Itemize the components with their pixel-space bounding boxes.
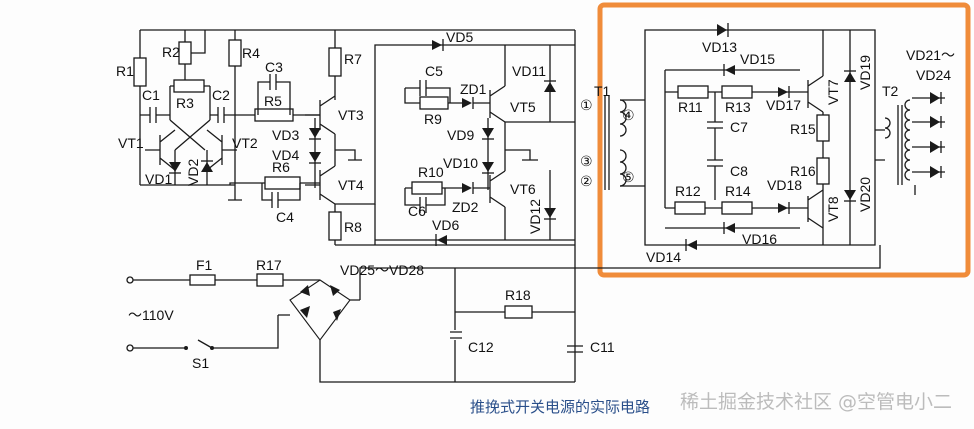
label-VT3: VT3 bbox=[338, 107, 364, 123]
label-C1: C1 bbox=[142, 87, 160, 103]
label-R5: R5 bbox=[264, 93, 282, 109]
transformer-t1 bbox=[574, 30, 645, 382]
label-VT1: VT1 bbox=[118, 135, 144, 151]
labels: R1 R2 R3 R4 R5 R6 R7 R8 R9 R10 R11 R12 R… bbox=[116, 29, 955, 371]
label-VT5: VT5 bbox=[510, 99, 536, 115]
label-VD2: VD2 bbox=[185, 159, 201, 186]
label-C11: C11 bbox=[590, 339, 615, 355]
label-ZD2: ZD2 bbox=[452, 199, 479, 215]
label-C6: C6 bbox=[408, 203, 426, 219]
label-VD21: VD21～ bbox=[906, 47, 955, 63]
label-T2: T2 bbox=[882, 83, 899, 99]
label-VD4: VD4 bbox=[272, 147, 299, 163]
label-C3: C3 bbox=[265, 59, 283, 75]
output-stage bbox=[644, 23, 945, 251]
driver-section bbox=[305, 30, 575, 246]
label-R2: R2 bbox=[162, 44, 180, 60]
label-R11: R11 bbox=[678, 99, 703, 115]
label-VD12: VD12 bbox=[527, 199, 543, 234]
label-C2: C2 bbox=[212, 87, 230, 103]
label-VD25: VD25～VD28 bbox=[340, 262, 424, 278]
label-VD1: VD1 bbox=[145, 171, 172, 187]
label-VD15: VD15 bbox=[740, 51, 775, 67]
label-R12: R12 bbox=[675, 183, 701, 199]
label-R4: R4 bbox=[242, 45, 260, 61]
label-S1: S1 bbox=[192, 355, 209, 371]
label-F1: F1 bbox=[196, 257, 213, 273]
label-VD9: VD9 bbox=[447, 127, 474, 143]
label-VD16: VD16 bbox=[742, 231, 777, 247]
power-input bbox=[126, 245, 881, 383]
label-R8: R8 bbox=[344, 219, 362, 235]
label-R7: R7 bbox=[344, 51, 362, 67]
pin-1: ① bbox=[580, 98, 593, 114]
label-VD11: VD11 bbox=[512, 63, 546, 79]
label-VT2: VT2 bbox=[232, 135, 258, 151]
label-C4: C4 bbox=[276, 209, 294, 225]
label-VD5: VD5 bbox=[446, 29, 473, 45]
label-VD20: VD20 bbox=[857, 177, 873, 212]
label-VD19: VD19 bbox=[857, 55, 873, 90]
label-T1: T1 bbox=[594, 83, 611, 99]
label-C5: C5 bbox=[425, 63, 443, 79]
caption: 推挽式开关电源的实际电路 bbox=[470, 398, 650, 416]
label-VD18: VD18 bbox=[767, 177, 802, 193]
label-ac-input: ～110V bbox=[128, 307, 174, 323]
label-VD10: VD10 bbox=[443, 155, 478, 171]
pin-5: ⑤ bbox=[622, 170, 635, 186]
label-R1: R1 bbox=[116, 63, 134, 79]
watermark: 稀土掘金技术社区 @空管电小二 bbox=[680, 391, 952, 413]
label-R18: R18 bbox=[505, 287, 531, 303]
label-C7: C7 bbox=[730, 119, 748, 135]
pin-2: ② bbox=[580, 174, 593, 190]
label-R6: R6 bbox=[272, 159, 290, 175]
label-R10: R10 bbox=[418, 164, 444, 180]
label-VT7: VT7 bbox=[825, 79, 841, 105]
pin-3: ③ bbox=[580, 154, 593, 170]
label-VD17: VD17 bbox=[766, 97, 801, 113]
switch-stage bbox=[375, 39, 575, 246]
label-C8: C8 bbox=[730, 163, 748, 179]
label-R9: R9 bbox=[424, 111, 442, 127]
highlight-frame bbox=[597, 2, 971, 278]
oscillator-section bbox=[133, 29, 575, 208]
label-VD24: VD24 bbox=[916, 67, 951, 83]
label-VD13: VD13 bbox=[702, 39, 737, 55]
label-VT6: VT6 bbox=[510, 181, 536, 197]
label-R16: R16 bbox=[790, 163, 816, 179]
label-VD3: VD3 bbox=[272, 127, 299, 143]
label-R13: R13 bbox=[725, 99, 751, 115]
label-VT4: VT4 bbox=[338, 177, 364, 193]
label-R17: R17 bbox=[256, 257, 282, 273]
label-VD14: VD14 bbox=[646, 249, 681, 265]
label-C12: C12 bbox=[468, 339, 494, 355]
label-R3: R3 bbox=[176, 95, 194, 111]
label-R14: R14 bbox=[725, 183, 751, 199]
pin-4: ④ bbox=[622, 108, 635, 124]
label-ZD1: ZD1 bbox=[460, 81, 487, 97]
label-R15: R15 bbox=[790, 121, 816, 137]
label-VD6: VD6 bbox=[432, 217, 459, 233]
label-VT8: VT8 bbox=[825, 196, 841, 222]
